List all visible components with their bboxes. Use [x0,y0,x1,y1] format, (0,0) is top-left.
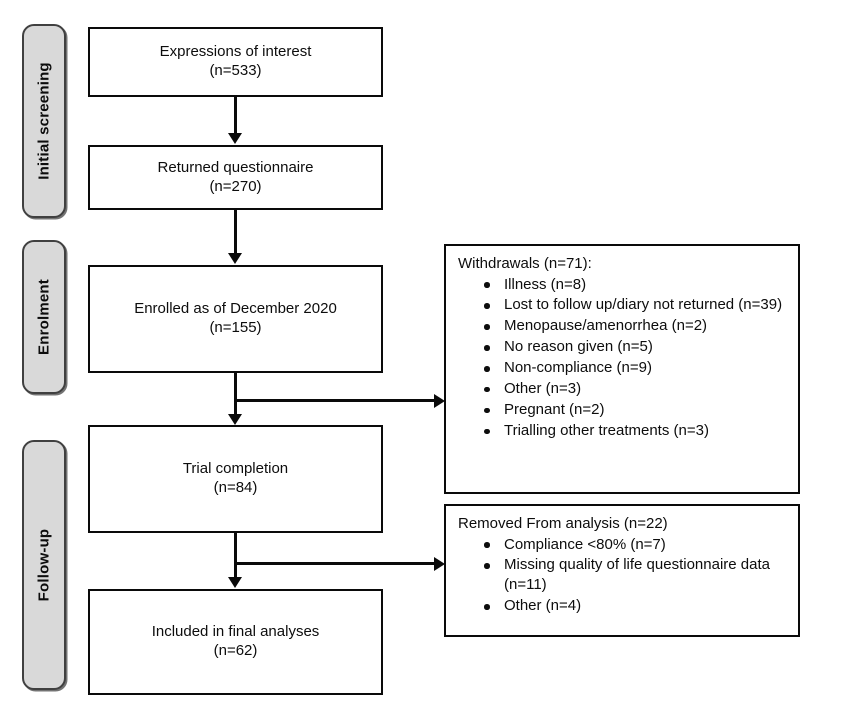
list-item: No reason given (n=5) [458,337,788,357]
flow-box-count: (n=270) [209,177,262,195]
list-item: Missing quality of life questionnaire da… [458,555,788,595]
bullet-icon [484,282,490,288]
flow-box-title: Returned questionnaire [157,158,314,176]
list-item: Other (n=4) [458,596,788,616]
connector-branch-removed [234,562,436,565]
connector-line-2 [234,210,237,254]
exclusion-box-removed-from-analysis: Removed From analysis (n=22) Compliance … [444,504,800,637]
flow-box-title: Expressions of interest [159,43,312,61]
flow-box-count: (n=155) [209,319,262,336]
arrow-down-icon-1 [228,133,242,144]
flow-box-expressions-of-interest: Expressions of interest (n=533) [88,27,383,97]
connector-line-3 [234,373,237,415]
bullet-icon [484,303,490,309]
bullet-icon [484,324,490,330]
bullet-icon [484,345,490,351]
list-item-label: Trialling other treatments (n=3) [504,422,709,440]
exclusion-box-withdrawals: Withdrawals (n=71): Illness (n=8) Lost t… [444,244,800,494]
flow-box-trial-completion: Trial completion (n=84) [88,425,383,533]
removed-from-analysis-list: Compliance <80% (n=7) Missing quality of… [458,535,788,617]
arrow-right-icon-withdrawals [434,394,445,408]
list-item: Compliance <80% (n=7) [458,535,788,555]
withdrawals-list: Illness (n=8) Lost to follow up/diary no… [458,275,788,442]
arrow-down-icon-4 [228,577,242,588]
list-item: Lost to follow up/diary not returned (n=… [458,295,788,315]
stage-label-follow-up: Follow-up [35,528,53,602]
flow-box-title: Included in final analyses [151,623,320,641]
list-item-label: Illness (n=8) [504,275,587,293]
bullet-icon [484,563,490,569]
list-item-label: Compliance <80% (n=7) [504,535,666,553]
list-item-label: Other (n=4) [504,597,582,615]
list-item-label: Non-compliance (n=9) [504,359,652,377]
arrow-down-icon-3 [228,414,242,425]
list-item: Non-compliance (n=9) [458,358,788,378]
bullet-icon [484,386,490,393]
list-item: Illness (n=8) [458,275,788,295]
list-item-label: Lost to follow up/diary not returned (n=… [504,296,783,314]
list-item-label: Menopause/amenorrhea (n=2) [504,317,708,335]
flow-box-returned-questionnaire: Returned questionnaire (n=270) [88,145,383,210]
bullet-icon [484,407,490,414]
connector-branch-withdrawals [234,399,436,402]
flow-box-count: (n=84) [213,479,258,496]
list-item-label: Other (n=3) [504,380,582,398]
flow-box-title: Trial completion [182,460,289,478]
flow-box-count: (n=533) [209,62,262,79]
arrow-down-icon-2 [228,253,242,264]
flow-box-enrolled-as-of-december-2020: Enrolled as of December 2020 (n=155) [88,265,383,373]
flow-box-title: Enrolled as of December 2020 [134,300,337,318]
arrow-right-icon-removed [434,557,445,571]
flow-box-count: (n=62) [213,642,258,659]
connector-line-4 [234,533,237,578]
list-item: Other (n=3) [458,379,788,399]
stage-label-enrolment: Enrolment [35,279,53,355]
exclusion-box-title: Withdrawals (n=71): [458,255,592,272]
bullet-icon [484,428,490,435]
exclusion-box-title: Removed From analysis (n=22) [458,515,668,532]
bullet-icon [484,542,490,548]
stage-pill-follow-up: Follow-up [22,440,66,690]
bullet-icon [484,366,490,372]
stage-label-initial-screening: Initial screening [35,62,53,180]
list-item: Trialling other treatments (n=3) [458,421,788,441]
list-item-label: Missing quality of life questionnaire da… [504,556,770,594]
list-item-label: No reason given (n=5) [504,338,653,356]
stage-pill-initial-screening: Initial screening [22,24,66,218]
stage-pill-enrolment: Enrolment [22,240,66,394]
list-item-label: Pregnant (n=2) [504,401,605,419]
list-item: Menopause/amenorrhea (n=2) [458,316,788,336]
list-item: Pregnant (n=2) [458,400,788,420]
flow-box-included-in-final-analyses: Included in final analyses (n=62) [88,589,383,695]
connector-line-1 [234,97,237,134]
bullet-icon [484,604,490,610]
